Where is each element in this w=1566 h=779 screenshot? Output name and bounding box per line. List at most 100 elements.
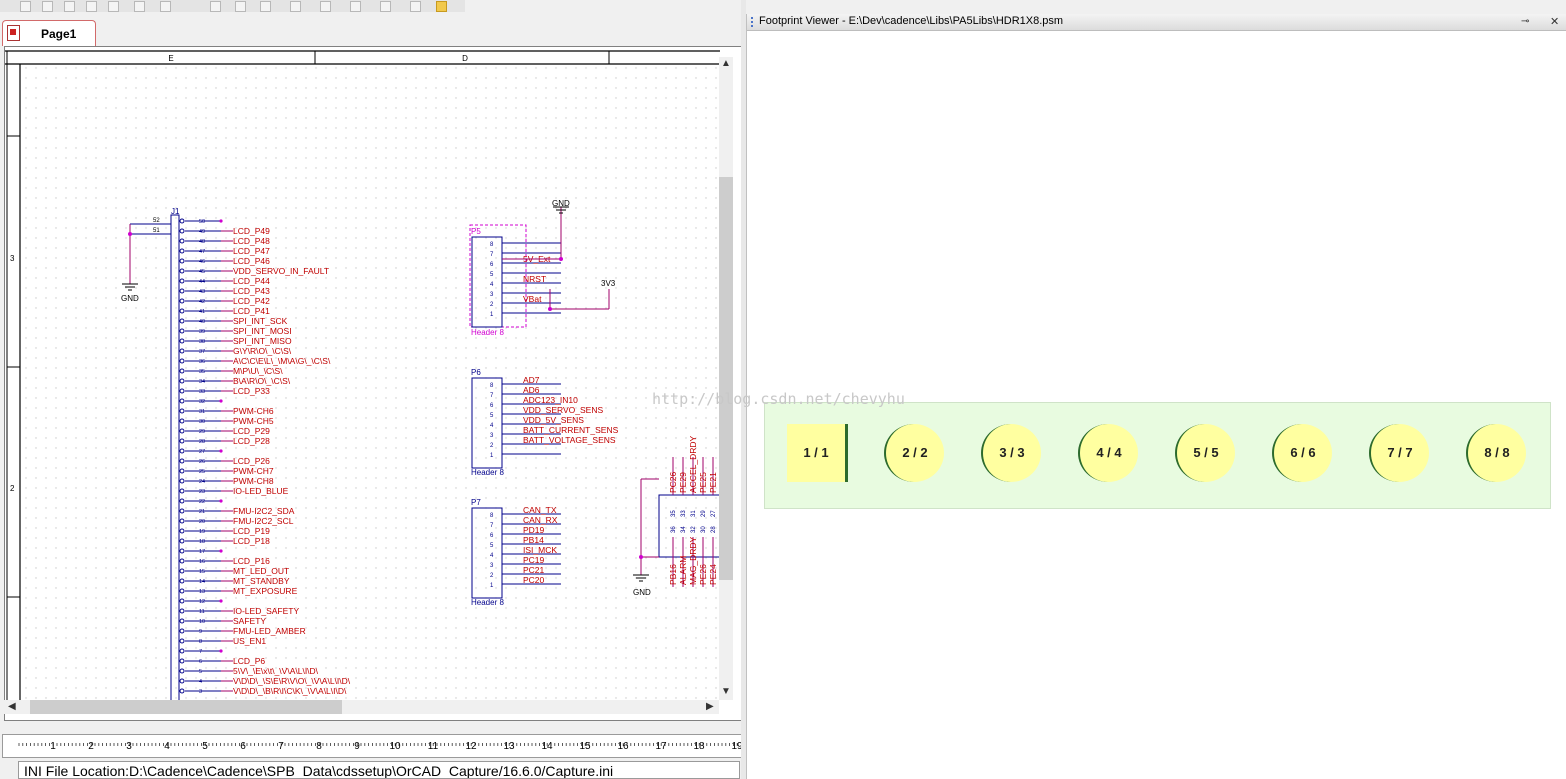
toolbar-button-icon[interactable] <box>410 1 421 12</box>
pin-number: 33 <box>681 510 687 517</box>
pin-circle <box>179 268 185 274</box>
net-label: PE29 <box>678 472 688 493</box>
connector-right[interactable]: GND PC263536PB16PE293334ALARMACCEL_DRDY3… <box>633 436 720 597</box>
part-reference: J1 <box>171 207 180 216</box>
pin-number: 26 <box>199 459 205 465</box>
footprint-pad[interactable]: 6 / 6 <box>1272 424 1332 482</box>
toolbar-button-icon[interactable] <box>20 1 31 12</box>
net-label: MAG_DRDY <box>688 536 698 585</box>
pin-circle <box>179 428 185 434</box>
net-label: VDD_5V_SENS <box>523 415 584 425</box>
ruler-label: 18 <box>693 741 705 752</box>
toolbar-button-icon[interactable] <box>260 1 271 12</box>
pin-circle <box>179 368 185 374</box>
toolbar-button-icon[interactable] <box>160 1 171 12</box>
footprint-pad[interactable]: 2 / 2 <box>884 424 944 482</box>
pin-number: 31 <box>199 409 205 415</box>
toolbar-button-icon[interactable] <box>235 1 246 12</box>
net-label: IO-LED_BLUE <box>233 486 289 496</box>
tab-page1[interactable]: Page1 <box>2 20 96 46</box>
net-label: V\D\D\_\B\R\I\C\K\_\V\A\L\I\D\ <box>233 686 347 696</box>
junction-dot <box>219 399 223 403</box>
scroll-left-arrow-icon[interactable]: ◀ <box>8 701 16 712</box>
pin-number: 1 <box>490 583 494 589</box>
pin-number: 49 <box>199 229 205 235</box>
footprint-pad[interactable]: 7 / 7 <box>1369 424 1429 482</box>
toolbar-button-icon[interactable] <box>108 1 119 12</box>
pin-icon[interactable]: ⊸ <box>1521 16 1530 27</box>
junction-dot <box>219 549 223 553</box>
pin-circle <box>179 288 185 294</box>
net-label: PWM-CH6 <box>233 406 274 416</box>
drag-grip-icon[interactable] <box>751 17 756 27</box>
pin-circle <box>179 318 185 324</box>
header-p7[interactable]: P7 Header 8 8CAN_TX7CAN_RX6PD195PB144ISI… <box>471 498 561 607</box>
footprint-viewer-panel: Footprint Viewer - E:\Dev\cadence\Libs\P… <box>746 14 1566 779</box>
pin-circle <box>179 488 185 494</box>
net-label: PB14 <box>523 535 544 545</box>
pin-number: 15 <box>199 569 205 575</box>
footprint-pad[interactable]: 1 / 1 <box>787 424 848 482</box>
horizontal-scroll-thumb[interactable] <box>30 700 342 714</box>
pin-circle <box>179 578 185 584</box>
scroll-up-arrow-icon[interactable]: ▲ <box>721 58 731 69</box>
net-label: ACCEL_DRDY <box>688 436 698 493</box>
toolbar-button-icon[interactable] <box>134 1 145 12</box>
toolbar-button-icon[interactable] <box>320 1 331 12</box>
junction-dot <box>219 219 223 223</box>
header-p6[interactable]: P6 Header 8 8AD77AD66ADC123_IN105VDD_SER… <box>471 368 619 477</box>
pin-circle <box>179 348 185 354</box>
net-label: NRST <box>523 274 546 284</box>
pin-number: 48 <box>199 239 205 245</box>
document-tab-strip <box>0 12 741 46</box>
pin-number: 3 <box>490 563 494 569</box>
net-label: PWM-CH7 <box>233 466 274 476</box>
scroll-down-arrow-icon[interactable]: ▼ <box>721 686 731 697</box>
pin-number: 8 <box>490 513 494 519</box>
pin-number: 17 <box>199 549 205 555</box>
junction-dot <box>559 257 563 261</box>
net-label: LCD_P29 <box>233 426 270 436</box>
pin-circle <box>179 228 185 234</box>
net-label: PE25 <box>698 472 708 493</box>
pin-number: 42 <box>199 299 205 305</box>
vertical-scroll-thumb[interactable] <box>719 177 733 580</box>
toolbar-button-icon[interactable] <box>86 1 97 12</box>
net-label: B\A\R\O\_\C\S\ <box>233 376 291 386</box>
pin-circle <box>179 298 185 304</box>
close-icon[interactable]: ✕ <box>1550 16 1560 28</box>
toolbar-button-icon[interactable] <box>42 1 53 12</box>
toolbar-button-icon[interactable] <box>436 1 447 12</box>
pin-circle <box>179 518 185 524</box>
pin-number: 27 <box>711 510 717 517</box>
toolbar-button-icon[interactable] <box>290 1 301 12</box>
pin-number: 31 <box>691 510 697 517</box>
footprint-pad[interactable]: 8 / 8 <box>1466 424 1526 482</box>
footprint-pad[interactable]: 5 / 5 <box>1175 424 1235 482</box>
toolbar-button-icon[interactable] <box>64 1 75 12</box>
status-bar: INI File Location:D:\Cadence\Cadence\SPB… <box>18 761 740 779</box>
footprint-pad[interactable]: 3 / 3 <box>981 424 1041 482</box>
toolbar-button-icon[interactable] <box>210 1 221 12</box>
net-label: FMU-I2C2_SCL <box>233 516 294 526</box>
connector-j1[interactable]: J1 52 51 GND <box>121 207 180 701</box>
toolbar-button-icon[interactable] <box>350 1 361 12</box>
scroll-right-arrow-icon[interactable]: ▶ <box>706 701 714 712</box>
toolbar-button-icon[interactable] <box>380 1 391 12</box>
net-label: LCD_P42 <box>233 296 270 306</box>
panel-splitter[interactable] <box>741 0 746 779</box>
ruler-label: 6 <box>240 741 246 752</box>
footprint-pad[interactable]: 4 / 4 <box>1078 424 1138 482</box>
pin-circle <box>179 628 185 634</box>
net-label: MT_LED_OUT <box>233 566 289 576</box>
junction-dot <box>219 599 223 603</box>
connector-body <box>658 494 720 558</box>
pin-number: 29 <box>701 510 707 517</box>
pin-circle <box>179 418 185 424</box>
pin-number: 25 <box>199 469 205 475</box>
pin-number: 13 <box>199 589 205 595</box>
